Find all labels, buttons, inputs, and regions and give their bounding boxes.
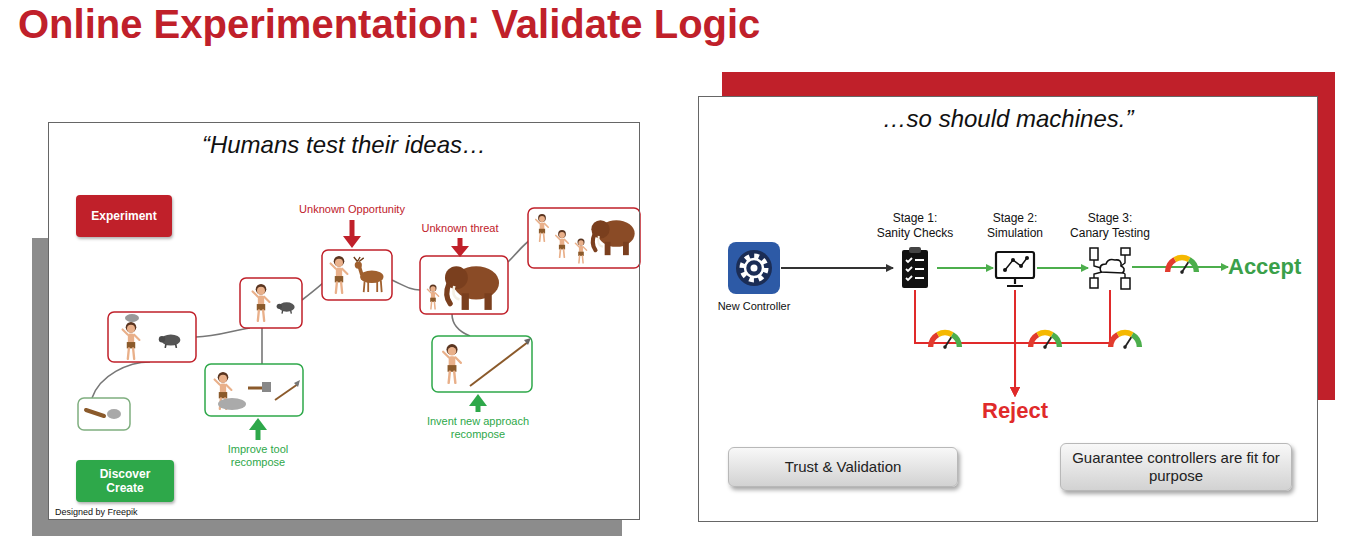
annotation-label: Invent new approach recompose (418, 415, 538, 440)
gauge-icon (1111, 333, 1140, 349)
net-icon (1088, 246, 1132, 290)
connector (937, 267, 993, 269)
connector (1015, 290, 1110, 396)
connector (1037, 267, 1088, 269)
quote-text: “Humans test their ideas… (49, 131, 639, 159)
stage-icon: Stage 2: Simulation (993, 246, 1037, 290)
button-box: Trust & Validation (728, 447, 958, 487)
gauge-icon (931, 333, 960, 349)
connector (781, 267, 893, 269)
result-label: Reject (982, 398, 1048, 424)
node-text: Accept (1228, 254, 1301, 279)
clip-icon (893, 246, 937, 290)
panel: “Humans test their ideas… ExperimentDisco… (48, 122, 640, 520)
mon-icon (993, 246, 1037, 290)
stage-icon: Stage 3: Canary Testing (1088, 246, 1132, 290)
annotation-label: Unknown threat (410, 222, 510, 235)
node-text: Experiment (91, 209, 156, 223)
process-box: Experiment (76, 195, 172, 237)
node-heading: Stage 3: Canary Testing (1068, 211, 1152, 240)
stage-icon: Stage 1: Sanity Checks (893, 246, 937, 290)
connector (1132, 266, 1228, 268)
result-label: Accept (1228, 254, 1301, 280)
node-text: Reject (982, 398, 1048, 423)
node-heading: Stage 2: Simulation (973, 211, 1057, 240)
controller-icon: New Controller (727, 241, 781, 295)
annotation-label: Designed by Freepik (55, 507, 165, 517)
node-text: Trust & Validation (785, 458, 902, 476)
quote-text: …so should machines.” (699, 105, 1317, 133)
caveman-illustration (78, 208, 640, 440)
gauge-icon (1168, 258, 1197, 274)
node-heading: Stage 1: Sanity Checks (876, 211, 955, 240)
node-text: Guarantee controllers are fit for purpos… (1071, 449, 1281, 485)
node-heading: New Controller (699, 300, 809, 313)
connector (915, 290, 1015, 396)
process-box: Discover Create (76, 460, 174, 502)
gauge-icon (1031, 333, 1060, 349)
page-title: Online Experimentation: Validate Logic (18, 2, 760, 47)
node-text: Discover Create (82, 467, 168, 495)
annotation-label: Unknown Opportunity (292, 203, 412, 216)
panel: …so should machines.” New Controller Stage… (698, 96, 1318, 522)
gear-icon (727, 241, 781, 295)
annotation-label: Improve tool recompose (218, 443, 298, 468)
button-box: Guarantee controllers are fit for purpos… (1060, 443, 1292, 491)
